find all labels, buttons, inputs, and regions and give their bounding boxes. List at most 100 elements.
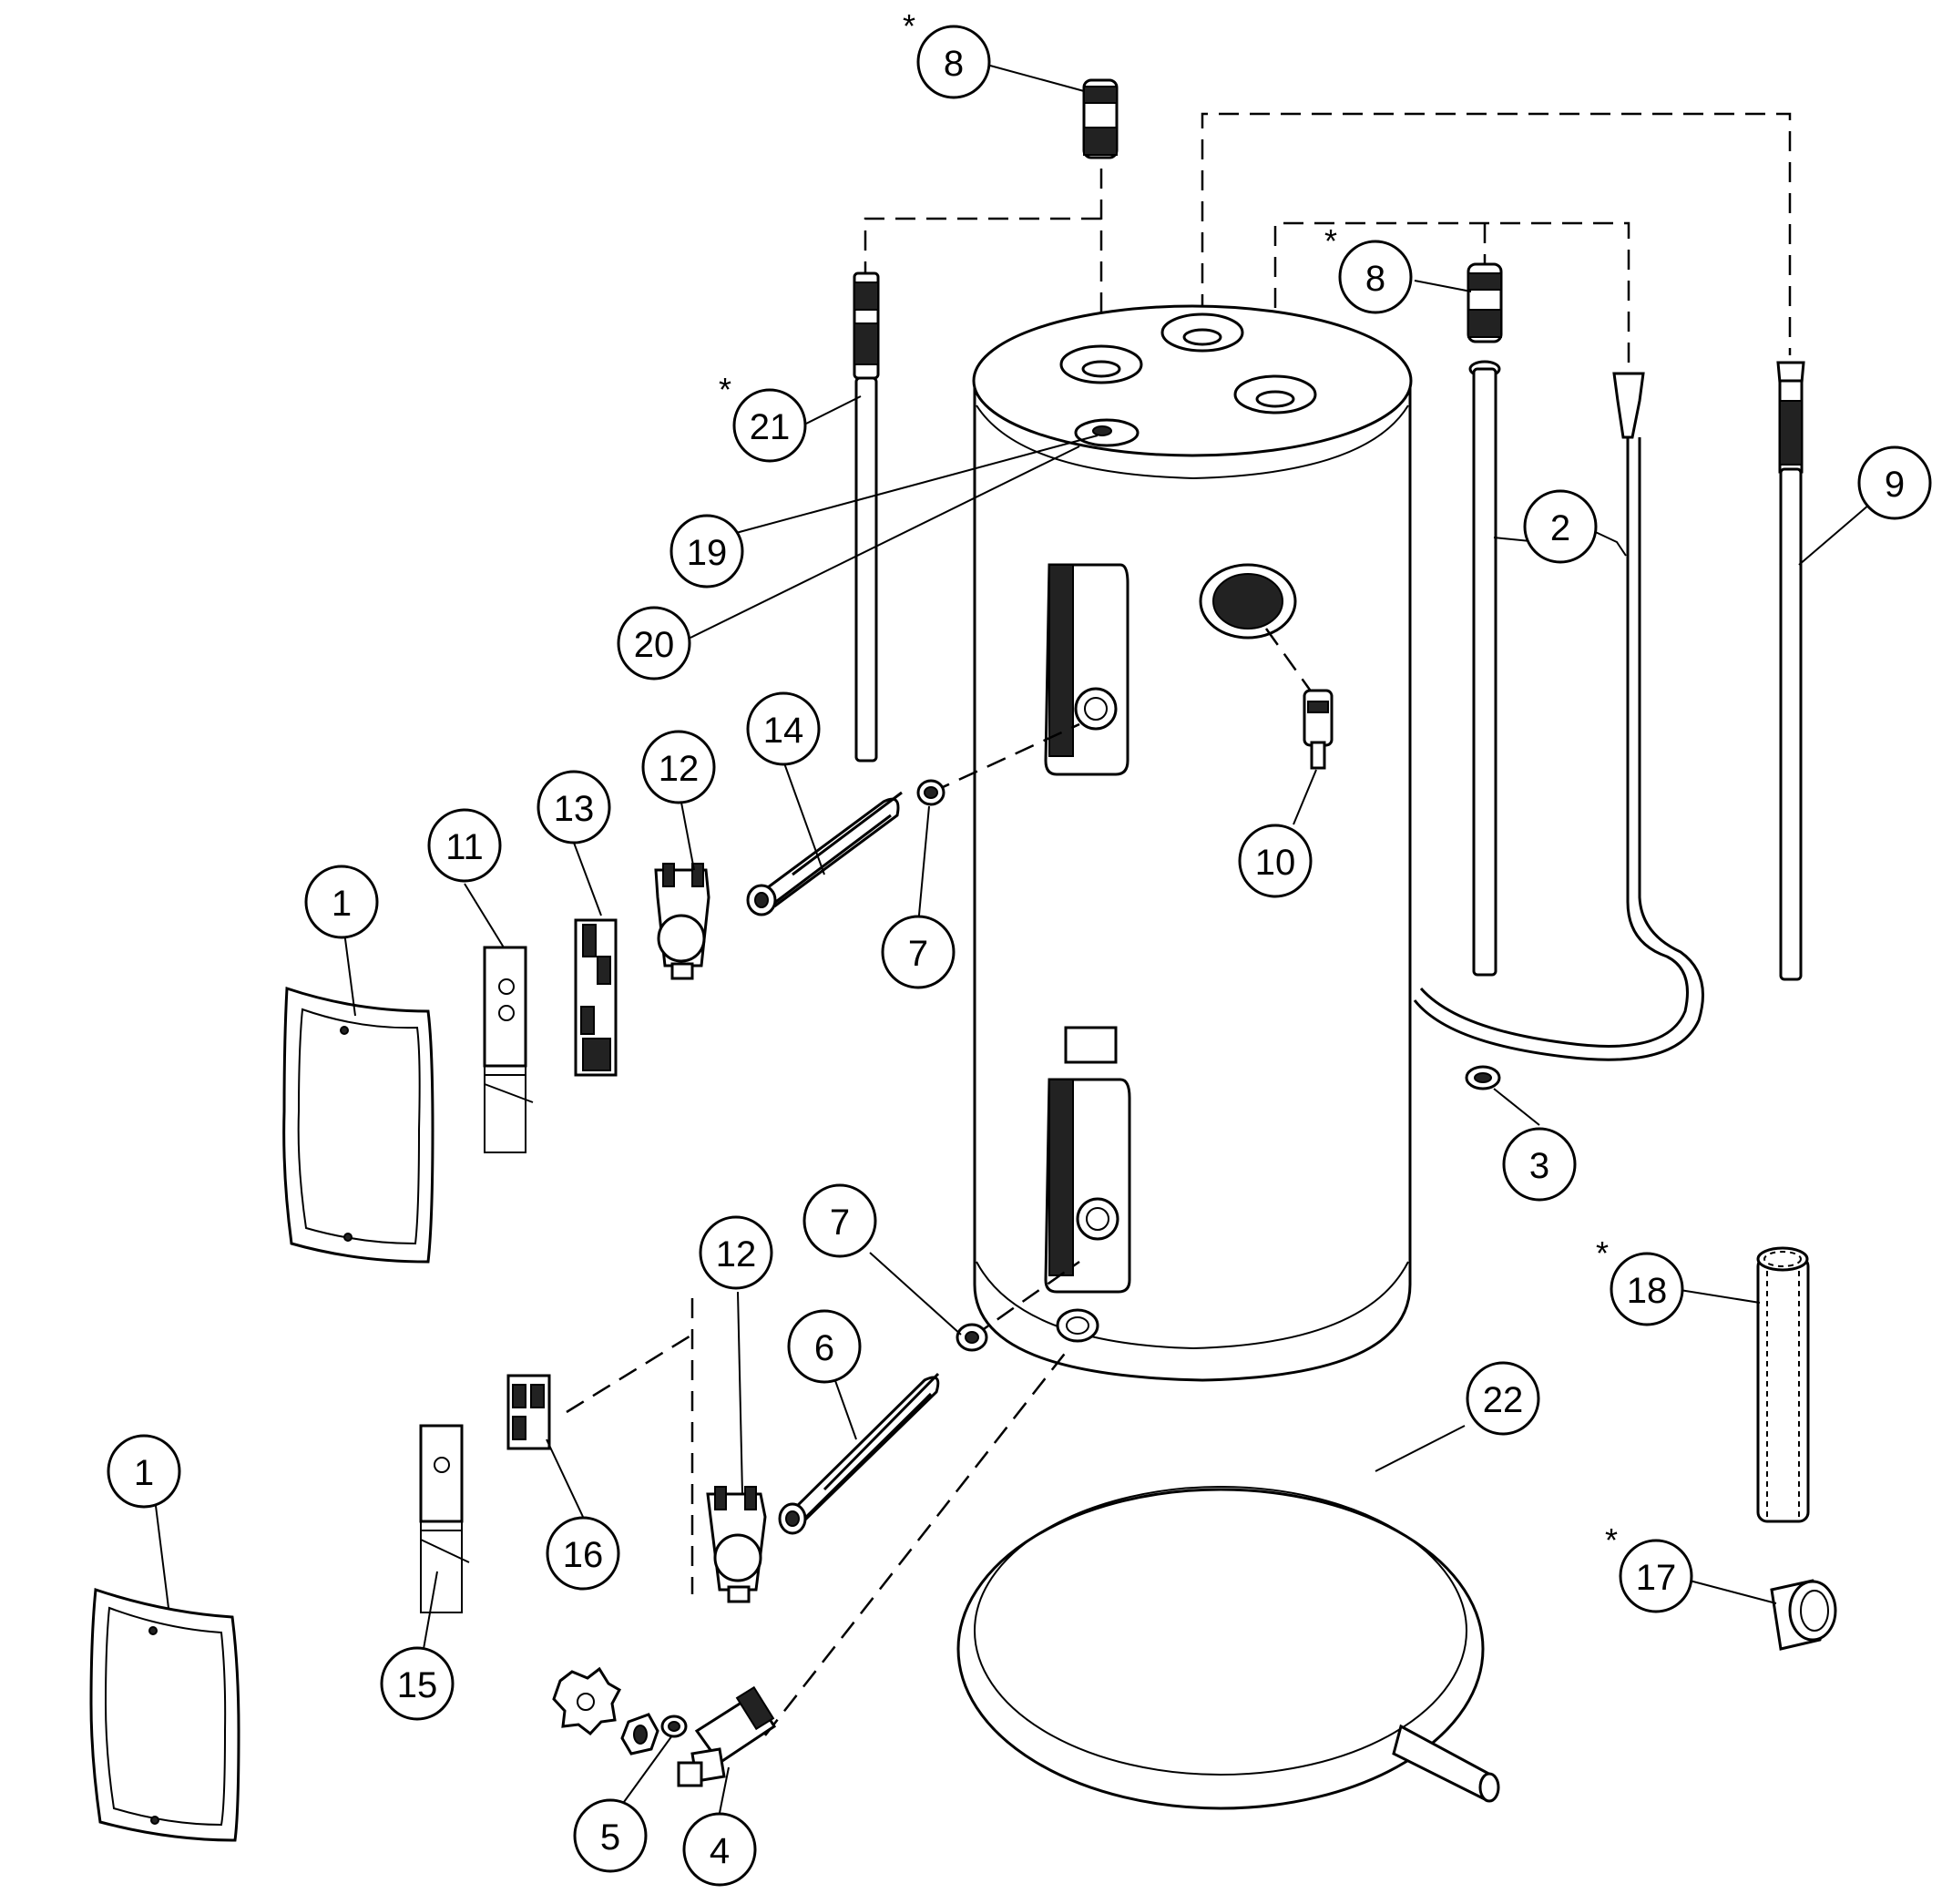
callout-number: 20 (634, 625, 675, 665)
callout-circle (1619, 1539, 1693, 1613)
callout-number: 14 (763, 711, 804, 751)
callout-circle (546, 1516, 620, 1591)
callout-8: 8* (1324, 222, 1413, 314)
callout-number: 2 (1550, 508, 1570, 548)
callout-12: 12 (699, 1215, 773, 1290)
callout-number: 7 (908, 934, 928, 974)
callout-number: 8 (944, 44, 964, 84)
asterisk-mark: * (1605, 1521, 1618, 1559)
callout-10: 10 (1238, 824, 1313, 898)
callout-number: 21 (750, 407, 791, 447)
callout-circle (1857, 445, 1932, 520)
callout-1: 1 (304, 865, 379, 939)
callout-circle (682, 1812, 757, 1887)
callout-4: 4 (682, 1812, 757, 1887)
callout-number: 12 (716, 1234, 757, 1274)
callout-circle (1466, 1361, 1540, 1436)
nipple-top-center (1082, 78, 1119, 159)
callout-19: 19 (669, 514, 744, 589)
callout-circle (669, 514, 744, 589)
callout-9: 9 (1857, 445, 1932, 520)
callout-14: 14 (746, 691, 821, 766)
callout-circle (699, 1215, 773, 1290)
upper-element-assembly (483, 722, 1080, 1153)
callout-18: 18 * (1596, 1234, 1684, 1326)
callout-circle (380, 1646, 455, 1721)
callout-5: 5 (573, 1798, 648, 1873)
callout-circle (787, 1309, 862, 1384)
callout-circle (641, 730, 716, 804)
callout-number: 18 (1627, 1271, 1668, 1311)
callout-number: 7 (830, 1203, 850, 1243)
callout-number: 4 (710, 1831, 730, 1871)
callout-circle (1610, 1252, 1684, 1326)
heat-trap-tube (1756, 1246, 1810, 1523)
callout-number: 8 (1365, 259, 1385, 299)
callout-6: 6 (787, 1309, 862, 1384)
callout-circle (427, 808, 502, 883)
callout-number: 1 (332, 884, 352, 924)
callout-number: 5 (600, 1817, 620, 1858)
callout-circle (1238, 824, 1313, 898)
callout-7: 7 (881, 915, 956, 989)
anode-rod-right (1776, 361, 1805, 981)
callout-13: 13 (537, 770, 611, 845)
flex-tube (1413, 372, 1704, 1061)
callout-circle (304, 865, 379, 939)
callout-11: 11 (427, 808, 502, 883)
callout-circle (1338, 240, 1413, 314)
callout-number: 22 (1483, 1380, 1524, 1420)
drain-valve-assembly (552, 1346, 1071, 1787)
inlet-rod (1468, 360, 1501, 977)
callout-number: 1 (134, 1453, 154, 1493)
callout-circle (802, 1183, 877, 1258)
callout-number: 12 (659, 749, 700, 789)
drain-handle (552, 1666, 622, 1736)
callout-number: 11 (445, 827, 484, 867)
callout-number: 10 (1255, 843, 1296, 883)
callout-16: 16 (546, 1516, 620, 1591)
callout-circle (746, 691, 821, 766)
callout-8: 8* (903, 7, 991, 99)
callout-number: 3 (1529, 1146, 1549, 1186)
asterisk-mark: * (1596, 1234, 1609, 1272)
callout-number: 15 (397, 1665, 438, 1705)
asterisk-mark: * (719, 371, 731, 408)
leader-lines (154, 65, 1896, 1814)
washer (1465, 1065, 1501, 1090)
relief-valve (1264, 628, 1334, 770)
callout-3: 3 (1502, 1127, 1577, 1202)
asterisk-mark: * (1324, 222, 1337, 260)
callout-2: 2 (1523, 489, 1598, 564)
callout-circle (881, 915, 956, 989)
callout-circle (107, 1434, 181, 1509)
anode-rod-left (853, 271, 880, 763)
callout-circle (537, 770, 611, 845)
callout-circle (1502, 1127, 1577, 1202)
callout-number: 16 (563, 1535, 604, 1575)
callout-22: 22 (1466, 1361, 1540, 1436)
callout-number: 9 (1885, 465, 1905, 505)
callout-7: 7 (802, 1183, 877, 1258)
asterisk-mark: * (903, 7, 915, 45)
callout-17: 17 * (1605, 1521, 1693, 1613)
drain-pan (956, 1486, 1500, 1810)
callout-15: 15 (380, 1646, 455, 1721)
callout-circle (617, 606, 691, 681)
callout-20: 20 (617, 606, 691, 681)
callout-circle (732, 388, 807, 463)
lower-element-assembly (419, 1260, 1080, 1613)
access-cover-lower (89, 1587, 240, 1842)
nipple-right (1467, 262, 1503, 343)
callout-number: 19 (687, 533, 728, 573)
callout-12: 12 (641, 730, 716, 804)
callout-number: 13 (554, 789, 595, 829)
callout-number: 17 (1636, 1558, 1677, 1598)
callout-21: 21 * (719, 371, 807, 463)
callout-labels: 8*21*8*291920141213111710318*71262211615… (107, 7, 1932, 1887)
plug-fitting (1770, 1579, 1837, 1651)
callout-circle (573, 1798, 648, 1873)
water-heater-tank (972, 304, 1413, 1382)
